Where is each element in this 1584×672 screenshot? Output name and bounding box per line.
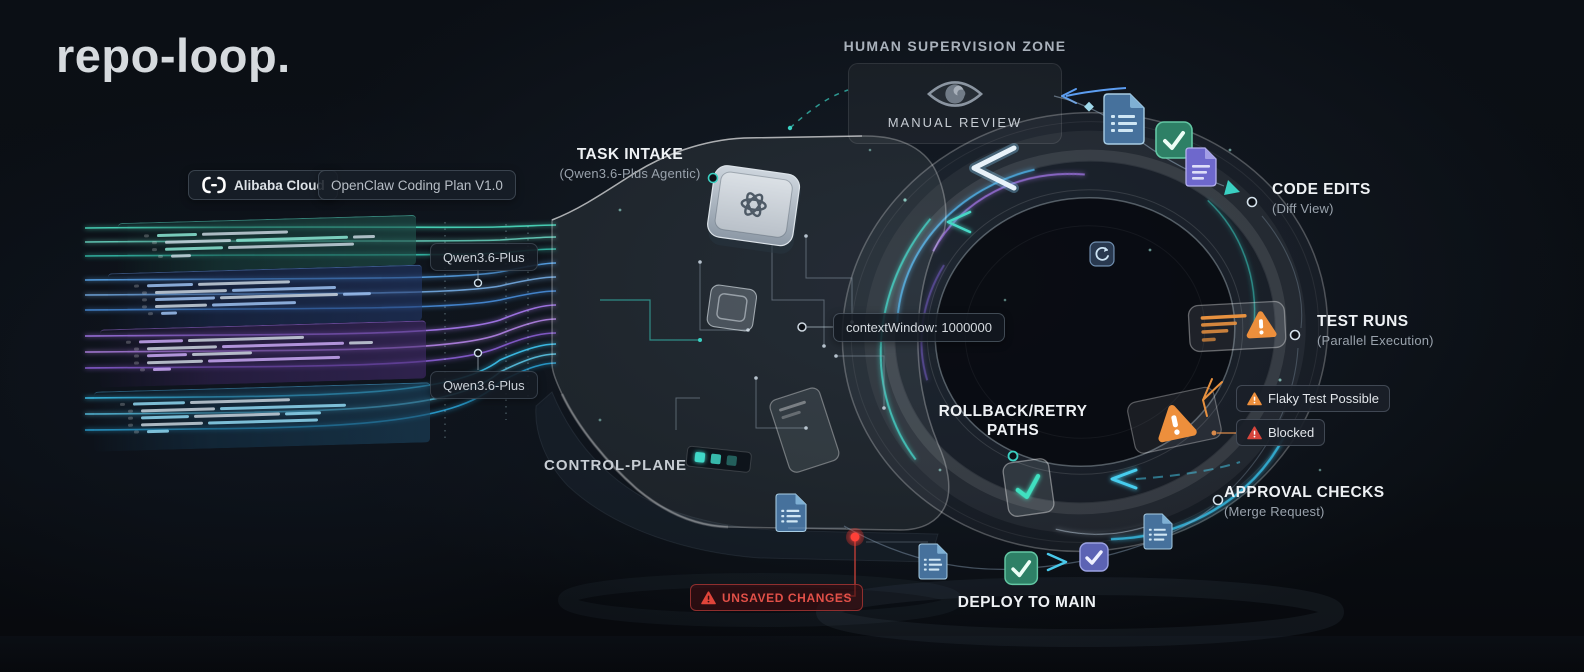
manual-review-label: MANUAL REVIEW — [887, 115, 1023, 130]
flaky-test-label: Flaky Test Possible — [1268, 391, 1380, 406]
flaky-test-badge: Flaky Test Possible — [1236, 385, 1391, 412]
code-stream-panel-3 — [100, 320, 426, 388]
manual-review-panel: MANUAL REVIEW — [848, 63, 1062, 144]
plan-badge: OpenClaw Coding Plan V1.0 — [318, 170, 516, 200]
qwen-connectors — [473, 269, 483, 370]
code-edits-subtitle: (Diff View) — [1272, 201, 1334, 217]
model-chip — [707, 165, 801, 254]
document-icon — [1185, 147, 1217, 187]
alibaba-cloud-icon — [202, 176, 226, 194]
model-label-top-text: Qwen3.6-Plus — [443, 249, 525, 265]
page-title: repo-loop. — [56, 29, 291, 82]
task-intake-title: TASK INTAKE — [576, 146, 684, 163]
eye-icon — [927, 81, 983, 107]
supervision-zone-title: HUMAN SUPERVISION ZONE — [843, 38, 1067, 54]
brand-badge-label: Alibaba Cloud — [234, 177, 325, 193]
code-edits-title: CODE EDITS — [1272, 181, 1371, 198]
deploy-title: DEPLOY TO MAIN — [957, 594, 1097, 611]
context-window-connector — [797, 322, 833, 332]
particles — [598, 148, 1322, 472]
funnel-glass-body — [551, 135, 950, 531]
chevron-right-icon — [1046, 552, 1068, 572]
context-window-text: contextWindow: 1000000 — [846, 320, 992, 335]
openai-logo-icon — [740, 192, 767, 218]
big-loop-arrow-icon — [971, 145, 1017, 191]
tablet-tile — [769, 387, 840, 473]
cyan-arrow-icon — [1110, 468, 1138, 490]
model-label-bottom-text: Qwen3.6-Plus — [443, 377, 525, 393]
document-icon — [1143, 513, 1173, 550]
approval-checks-title: APPROVAL CHECKS — [1224, 484, 1385, 501]
document-icon — [775, 493, 807, 533]
stage-rollback-retry: ROLLBACK/RETRY PATHS — [918, 402, 1108, 441]
flow-arrows — [946, 143, 1241, 490]
code-stream-panel-4 — [94, 382, 430, 452]
rollback-check-tile — [1002, 458, 1055, 517]
stage-task-intake: TASK INTAKE (Qwen3.6-Plus Agentic) — [528, 145, 732, 181]
document-icon — [918, 543, 948, 580]
model-label-bottom: Qwen3.6-Plus — [430, 371, 538, 399]
blocked-connector — [1202, 378, 1236, 436]
stage-deploy: DEPLOY TO MAIN — [922, 593, 1132, 612]
funnel-node — [707, 172, 719, 184]
refresh-tile-icon — [1089, 241, 1115, 267]
blocked-badge: Blocked — [1236, 419, 1326, 446]
blocked-label: Blocked — [1268, 425, 1315, 440]
context-window-pill: contextWindow: 1000000 — [833, 313, 1005, 342]
unsaved-changes-badge: UNSAVED CHANGES — [690, 584, 864, 611]
floor-glow — [0, 636, 1584, 672]
rollback-title: ROLLBACK/RETRY PATHS — [938, 403, 1088, 440]
small-chip — [706, 284, 758, 332]
check-icon — [1003, 550, 1040, 587]
test-log-panel — [1187, 300, 1287, 353]
led-slot — [685, 445, 752, 473]
task-intake-subtitle: (Qwen3.6-Plus Agentic) — [559, 166, 701, 182]
document-icon — [1103, 93, 1145, 145]
teal-arrow-icon — [946, 210, 972, 234]
blocked-warning-panel — [1127, 386, 1222, 454]
stage-approval-checks: APPROVAL CHECKS (Merge Request) — [1224, 483, 1384, 519]
warning-icon — [1247, 391, 1262, 405]
stage-code-edits: CODE EDITS (Diff View) — [1272, 180, 1371, 216]
code-stream-panel-2 — [108, 264, 422, 330]
brand-badge: Alibaba Cloud — [188, 170, 338, 200]
error-icon — [701, 590, 716, 604]
check-icon — [1078, 541, 1110, 573]
approval-checks-subtitle: (Merge Request) — [1224, 504, 1325, 520]
model-label-top: Qwen3.6-Plus — [430, 243, 538, 271]
code-stream-panel-1 — [118, 214, 416, 274]
unsaved-changes-label: UNSAVED CHANGES — [722, 590, 853, 605]
unsaved-dot — [850, 532, 860, 542]
control-plane-label: CONTROL-PLANE — [544, 457, 687, 474]
plan-badge-label: OpenClaw Coding Plan V1.0 — [331, 177, 503, 193]
floor-reflections — [558, 573, 1344, 647]
error-icon — [1247, 425, 1262, 439]
test-runs-subtitle: (Parallel Execution) — [1317, 333, 1434, 349]
test-runs-title: TEST RUNS — [1317, 313, 1409, 330]
stage-test-runs: TEST RUNS (Parallel Execution) — [1317, 312, 1434, 348]
